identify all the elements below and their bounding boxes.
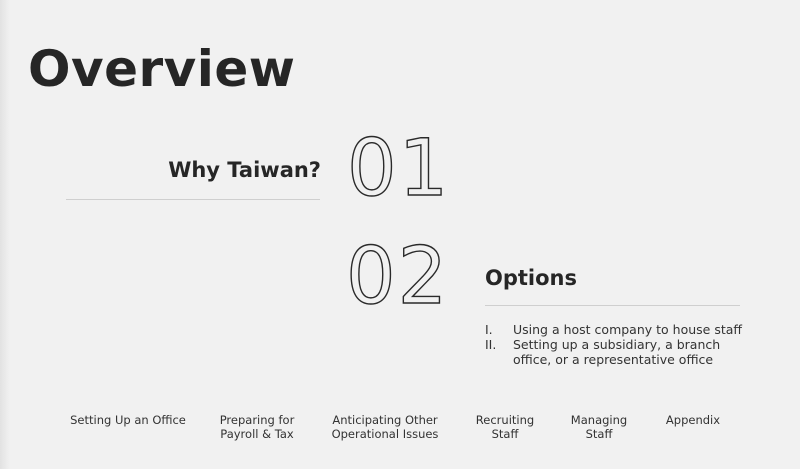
nav-setting-up-office[interactable]: Setting Up an Office bbox=[70, 413, 186, 427]
nav-operational-issues[interactable]: Anticipating Other Operational Issues bbox=[331, 413, 439, 441]
list-item-text: Using a host company to house staff bbox=[513, 322, 743, 337]
section-2-label[interactable]: Options bbox=[485, 266, 577, 290]
list-marker: I. bbox=[485, 322, 493, 337]
section-2-divider bbox=[485, 305, 740, 306]
section-1-divider bbox=[66, 199, 320, 200]
section-1-label[interactable]: Why Taiwan? bbox=[168, 158, 321, 182]
bottom-navigation: Setting Up an Office Preparing for Payro… bbox=[0, 413, 800, 453]
page-title: Overview bbox=[28, 40, 296, 98]
section-2-number: 02 bbox=[345, 232, 450, 322]
section-1-number: 01 bbox=[346, 124, 451, 214]
list-item-text: Setting up a subsidiary, a branch office… bbox=[513, 337, 721, 367]
list-marker: II. bbox=[485, 337, 497, 352]
options-list: I. Using a host company to house staff I… bbox=[485, 322, 785, 367]
list-item: II. Setting up a subsidiary, a branch of… bbox=[485, 337, 785, 367]
list-item: I. Using a host company to house staff bbox=[485, 322, 785, 337]
page-edge-shadow bbox=[0, 0, 10, 469]
nav-payroll-tax[interactable]: Preparing for Payroll & Tax bbox=[219, 413, 295, 441]
nav-appendix[interactable]: Appendix bbox=[665, 413, 721, 427]
nav-managing-staff[interactable]: Managing Staff bbox=[570, 413, 628, 441]
nav-recruiting-staff[interactable]: Recruiting Staff bbox=[475, 413, 535, 441]
